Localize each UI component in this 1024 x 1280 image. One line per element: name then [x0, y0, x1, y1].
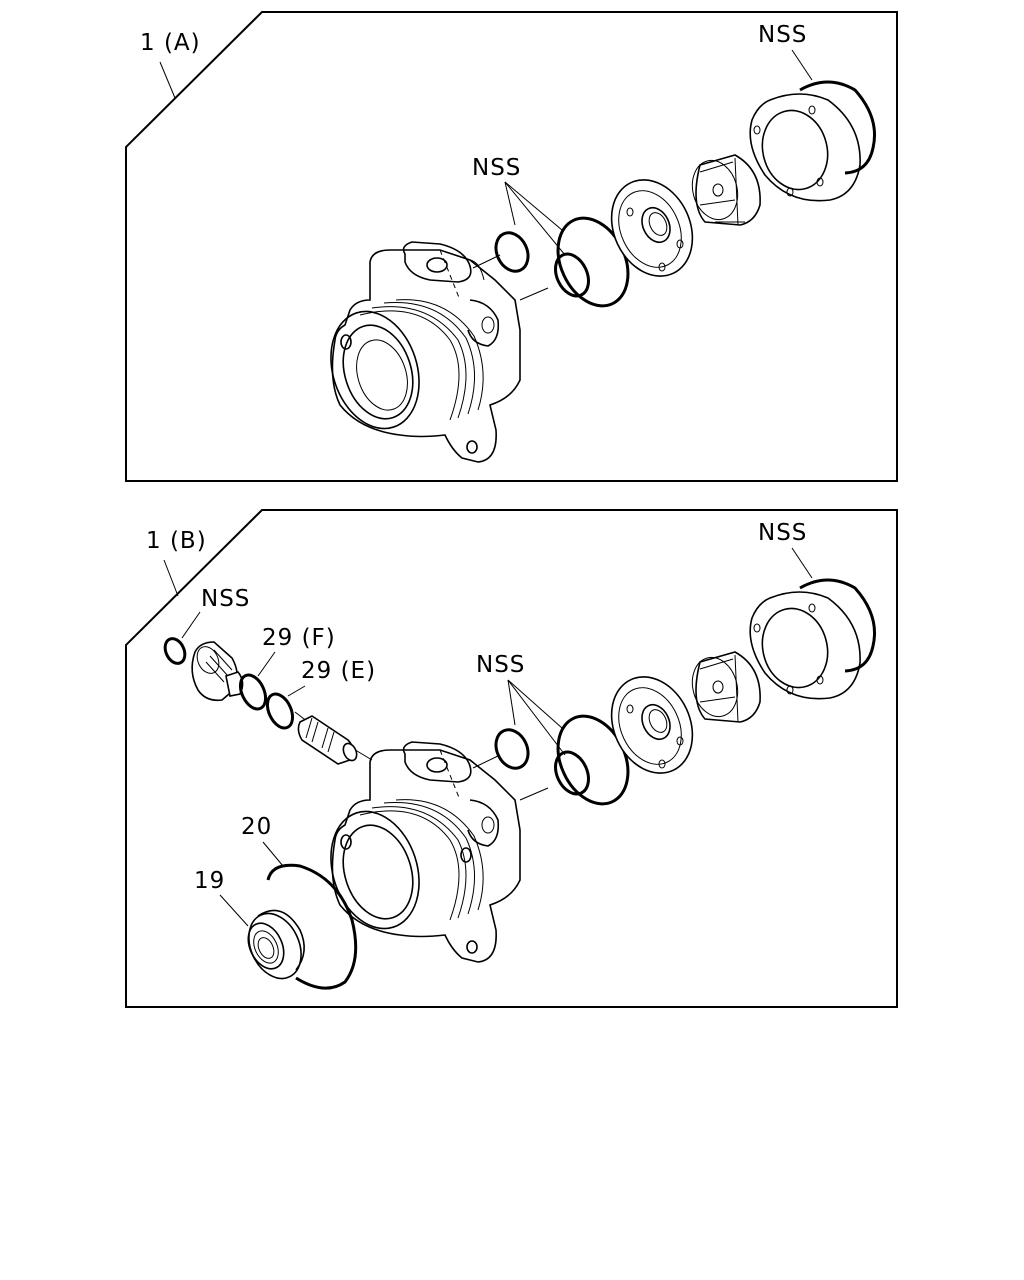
panel-a-frame [125, 11, 898, 482]
rotor [691, 154, 761, 226]
o-ring-small-b [494, 728, 530, 770]
nss-label-snap-ring: NSS [758, 22, 807, 48]
leader-nss-snap [791, 49, 813, 81]
leader-nss-snap-b [791, 547, 813, 579]
snap-ring-b [799, 578, 877, 673]
axis-line-a2 [519, 287, 549, 301]
part-19-oil-seal [247, 909, 305, 980]
label-19: 19 [194, 868, 225, 894]
nss-label-snap-ring-b: NSS [758, 520, 807, 546]
o-ring-small [494, 231, 530, 273]
part-20-ring [266, 863, 358, 990]
nss-label-rings: NSS [472, 155, 521, 181]
leader-nss-plug [181, 611, 201, 639]
leader-nss-ring-1 [504, 181, 516, 226]
leader-1a [159, 61, 176, 99]
part-29e-o-ring [265, 692, 295, 730]
panel-b-frame [125, 509, 898, 1008]
plug-fitting [191, 641, 244, 702]
leader-nss-ring-3 [504, 181, 563, 231]
axis-line-b1 [472, 754, 501, 769]
plug-o-ring [163, 637, 187, 665]
label-20: 20 [241, 814, 272, 840]
leader-20 [262, 841, 284, 867]
snap-ring [799, 80, 877, 175]
side-plate-b [610, 676, 694, 774]
flow-control-valve [297, 715, 358, 765]
o-ring-medium-b [554, 750, 590, 796]
leader-19 [219, 894, 249, 927]
leader-29e [287, 685, 306, 697]
label-29f: 29 (F) [262, 625, 336, 651]
rotor-b [691, 651, 761, 723]
label-29e: 29 (E) [301, 658, 376, 684]
leader-1b [163, 559, 179, 597]
pump-housing-b [330, 741, 521, 963]
panel-b: 1 (B) NSS [125, 509, 898, 1008]
cam-ring-b [749, 591, 861, 700]
axis-line-b2 [519, 787, 549, 801]
assembly-label-1a: 1 (A) [140, 30, 201, 56]
nss-label-plug-oring: NSS [201, 586, 250, 612]
cam-ring [749, 93, 861, 202]
leader-nss-ring-b1 [507, 679, 516, 726]
leader-nss-ring-b2 [507, 679, 566, 756]
nss-label-rings-b: NSS [476, 652, 525, 678]
panel-a: 1 (A) NSS [125, 11, 898, 482]
axis-line-a1 [472, 254, 501, 269]
pump-housing [330, 241, 521, 463]
o-ring-medium [554, 252, 590, 298]
leader-nss-ring-2 [504, 181, 566, 256]
leader-29f [257, 651, 276, 677]
assembly-label-1b: 1 (B) [146, 528, 207, 554]
side-plate [610, 179, 694, 277]
part-29f-o-ring [238, 673, 268, 711]
leader-nss-ring-b3 [507, 679, 563, 729]
